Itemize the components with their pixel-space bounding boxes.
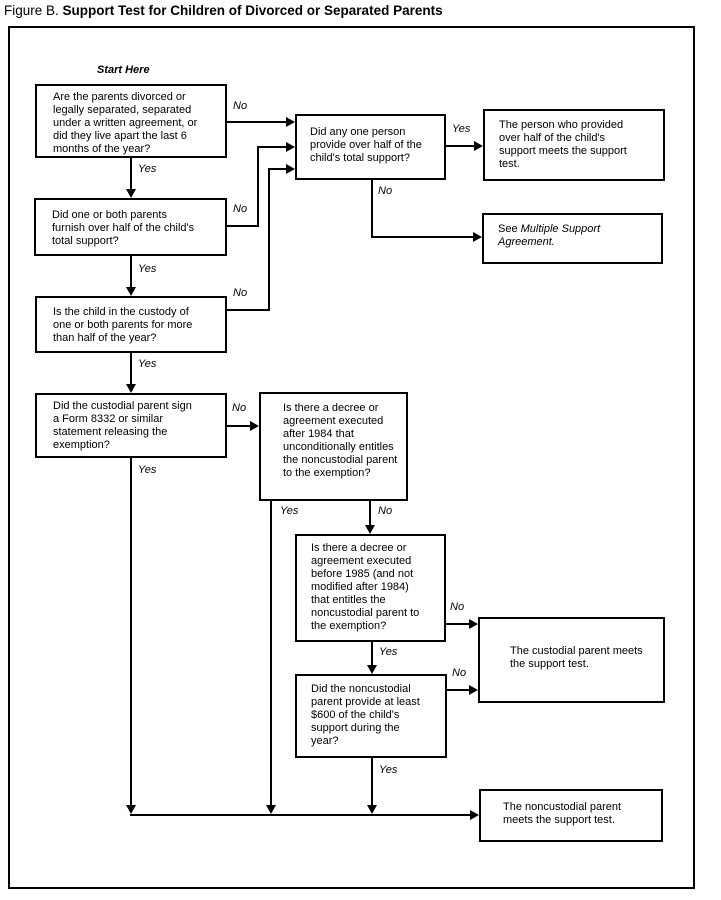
arrowhead-q7-yes (367, 665, 377, 674)
edge-label-q2-no: No (233, 203, 248, 215)
arrowhead-q1-no (286, 117, 295, 127)
connector-q7-yes (371, 642, 373, 666)
figure-title-prefix: Figure B. (4, 3, 63, 18)
node-result-person-provided: The person who provided over half of the… (483, 109, 665, 181)
node-result-multiple-support: See Multiple Support Agreement. (482, 213, 663, 264)
connector-q3-no-seg2 (268, 168, 270, 311)
connector-q3-yes (130, 353, 132, 385)
node-result-noncustodial-meets: The noncustodial parent meets the suppor… (479, 789, 663, 842)
arrowhead-q4-yes (126, 805, 136, 814)
connector-q8-no (447, 689, 470, 691)
edge-label-q4-yes: Yes (138, 464, 157, 476)
edge-label-q4-no: No (232, 402, 247, 414)
figure-title: Figure B. Support Test for Children of D… (4, 3, 443, 18)
node-form-8332: Did the custodial parent sign a Form 833… (35, 393, 227, 458)
node-parents-furnish-half: Did one or both parents furnish over hal… (34, 198, 227, 256)
arrowhead-q6-no (365, 525, 375, 534)
connector-q2-no-seg3 (257, 146, 287, 148)
edge-label-q1-no: No (233, 100, 248, 112)
connector-q4-no (227, 425, 251, 427)
connector-q2-yes (130, 256, 132, 288)
node-parents-divorced: Are the parents divorced or legally sepa… (35, 84, 227, 158)
arrowhead-q6-yes (266, 805, 276, 814)
arrowhead-q4-no (250, 421, 259, 431)
node-decree-before-1985: Is there a decree or agreement executed … (295, 534, 446, 642)
connector-q6-yes (270, 501, 272, 806)
node-child-custody: Is the child in the custody of one or bo… (35, 296, 227, 353)
connector-q3-no-seg1 (227, 309, 270, 311)
connector-q2-no-seg1 (227, 225, 259, 227)
arrowhead-q7-no (469, 619, 478, 629)
connector-bottom-collector (130, 814, 471, 816)
edge-label-q3-yes: Yes (138, 358, 157, 370)
connector-q1-yes (130, 158, 132, 190)
node-decree-after-1984: Is there a decree or agreement executed … (259, 392, 408, 501)
multiple-support-agreement-text: Multiple Support Agreement. (498, 223, 601, 248)
arrowhead-q5-yes (474, 141, 483, 151)
arrowhead-q8-yes (367, 805, 377, 814)
connector-q2-no-seg2 (257, 146, 259, 227)
edge-label-q6-no: No (378, 505, 393, 517)
connector-q6-no (369, 501, 371, 526)
edge-label-q7-no: No (450, 601, 465, 613)
node-one-person-half-support: Did any one person provide over half of … (295, 114, 446, 180)
node-result-custodial-meets: The custodial parent meets the support t… (478, 617, 665, 703)
connector-q4-yes (130, 458, 132, 806)
edge-label-q8-yes: Yes (379, 764, 398, 776)
arrowhead-q3-no (286, 164, 295, 174)
edge-label-q5-yes: Yes (452, 123, 471, 135)
arrowhead-q3-yes (126, 384, 136, 393)
edge-label-q3-no: No (233, 287, 248, 299)
arrowhead-q8-no (469, 685, 478, 695)
edge-label-q8-no: No (452, 667, 467, 679)
connector-q7-no (446, 623, 470, 625)
connector-q1-no (227, 121, 287, 123)
connector-q3-no-seg3 (268, 168, 287, 170)
connector-q8-yes (371, 758, 373, 806)
arrowhead-bottom-to-noncustodial (470, 810, 479, 820)
edge-label-q2-yes: Yes (138, 263, 157, 275)
edge-label-q1-yes: Yes (138, 163, 157, 175)
start-here-label: Start Here (97, 64, 150, 76)
connector-q5-no-seg1 (371, 180, 373, 237)
edge-label-q5-no: No (378, 185, 393, 197)
connector-q5-yes (446, 145, 475, 147)
figure-title-main: Support Test for Children of Divorced or… (62, 3, 443, 18)
connector-q5-no-seg2 (371, 236, 474, 238)
edge-label-q7-yes: Yes (379, 646, 398, 658)
edge-label-q6-yes: Yes (280, 505, 299, 517)
arrowhead-q2-no (286, 142, 295, 152)
arrowhead-q2-yes (126, 287, 136, 296)
arrowhead-q1-yes (126, 189, 136, 198)
see-text: See (498, 223, 521, 235)
node-noncustodial-600: Did the noncustodial parent provide at l… (295, 674, 447, 758)
arrowhead-q5-no (473, 232, 482, 242)
